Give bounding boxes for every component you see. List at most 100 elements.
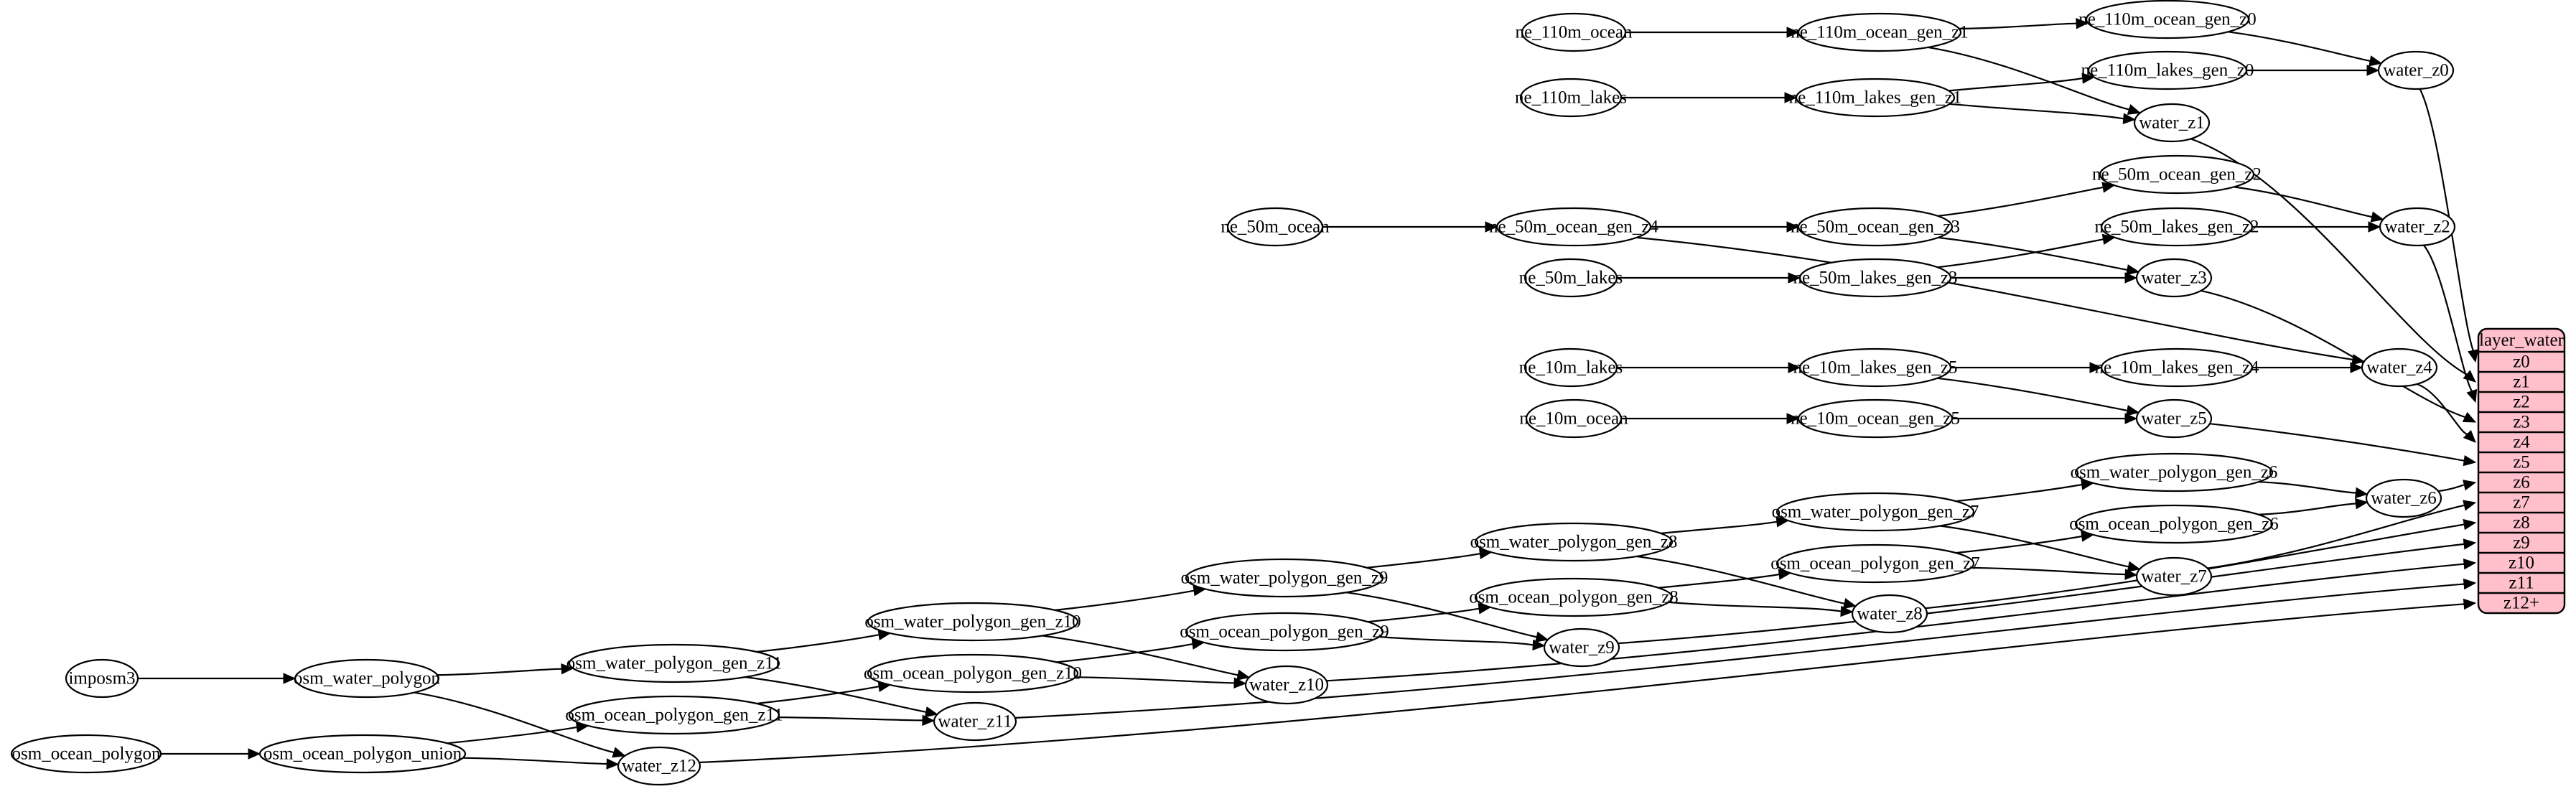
arrowhead-icon xyxy=(2463,500,2477,511)
node-osm_water_polygon_gen_z8[interactable]: osm_water_polygon_gen_z8 xyxy=(1470,522,1678,562)
arrowhead-icon xyxy=(2368,221,2381,233)
record-row-z5[interactable]: z5 xyxy=(2513,453,2530,472)
node-ne_50m_ocean_gen_z4[interactable]: ne_50m_ocean_gen_z4 xyxy=(1489,207,1659,247)
node-ne_110m_ocean[interactable]: ne_110m_ocean xyxy=(1516,12,1633,52)
node-imposm3[interactable]: imposm3 xyxy=(65,658,139,699)
record-row-z12plus[interactable]: z12+ xyxy=(2503,594,2539,613)
node-ne_50m_lakes[interactable]: ne_50m_lakes xyxy=(1519,258,1623,298)
node-ne_110m_ocean_gen_z0[interactable]: ne_110m_ocean_gen_z0 xyxy=(2078,0,2257,39)
node-ellipse-osm_water_polygon_gen_z10 xyxy=(867,602,1079,642)
node-label-ne_110m_lakes: ne_110m_lakes xyxy=(1515,88,1627,108)
node-osm_ocean_polygon_union[interactable]: osm_ocean_polygon_union xyxy=(258,734,467,774)
record-row-z8[interactable]: z8 xyxy=(2513,513,2530,533)
node-label-water_z1: water_z1 xyxy=(2139,113,2205,133)
node-ne_10m_ocean_gen_z5[interactable]: ne_10m_ocean_gen_z5 xyxy=(1791,398,1960,439)
node-water_z5[interactable]: water_z5 xyxy=(2135,398,2213,439)
node-ne_10m_ocean[interactable]: ne_10m_ocean xyxy=(1519,398,1628,439)
node-osm_ocean_polygon_gen_z7[interactable]: osm_ocean_polygon_gen_z7 xyxy=(1770,543,1980,584)
node-ne_110m_lakes_gen_z1[interactable]: ne_110m_lakes_gen_z1 xyxy=(1789,78,1962,118)
record-row-z7[interactable]: z7 xyxy=(2513,493,2530,513)
node-ne_50m_ocean_gen_z3[interactable]: ne_50m_ocean_gen_z3 xyxy=(1791,207,1960,247)
edge-osm_water_polygon_gen_z7-to-water_z7 xyxy=(1940,525,2129,568)
node-osm_water_polygon_gen_z9[interactable]: osm_water_polygon_gen_z9 xyxy=(1181,558,1389,598)
node-label-osm_ocean_polygon: osm_ocean_polygon xyxy=(12,744,161,764)
record-row-z9[interactable]: z9 xyxy=(2513,533,2530,553)
node-ne_50m_lakes_gen_z2[interactable]: ne_50m_lakes_gen_z2 xyxy=(2094,207,2259,247)
record-row-z4[interactable]: z4 xyxy=(2513,433,2530,452)
node-ne_10m_lakes_gen_z4[interactable]: ne_10m_lakes_gen_z4 xyxy=(2094,347,2259,388)
node-osm_water_polygon_gen_z11[interactable]: osm_water_polygon_gen_z11 xyxy=(566,643,782,683)
node-ne_50m_ocean[interactable]: ne_50m_ocean xyxy=(1221,207,1330,247)
arrowhead-icon xyxy=(2076,17,2089,29)
node-water_z3[interactable]: water_z3 xyxy=(2135,258,2213,298)
node-ellipse-ne_50m_ocean_gen_z2 xyxy=(2099,154,2255,195)
node-water_z11[interactable]: water_z11 xyxy=(933,701,1017,742)
node-water_z9[interactable]: water_z9 xyxy=(1543,627,1620,668)
node-osm_ocean_polygon_gen_z11[interactable]: osm_ocean_polygon_gen_z11 xyxy=(565,695,783,735)
node-ellipse-ne_10m_lakes xyxy=(1523,347,1618,388)
node-ellipse-ne_110m_lakes xyxy=(1519,78,1623,118)
node-water_z8[interactable]: water_z8 xyxy=(1851,594,1928,634)
record-row-z3[interactable]: z3 xyxy=(2513,413,2530,432)
arrowhead-icon xyxy=(2127,104,2141,115)
node-label-ne_10m_lakes_gen_z5: ne_10m_lakes_gen_z5 xyxy=(1793,358,1957,378)
edge-ne_50m_ocean_gen_z3-to-ne_50m_ocean_gen_z2 xyxy=(1937,186,2104,217)
node-ellipse-water_z7 xyxy=(2135,556,2213,597)
node-water_z12[interactable]: water_z12 xyxy=(617,746,701,786)
node-ellipse-water_z2 xyxy=(2379,207,2456,247)
node-osm_ocean_polygon_gen_z10[interactable]: osm_ocean_polygon_gen_z10 xyxy=(864,653,1082,694)
node-osm_ocean_polygon[interactable]: osm_ocean_polygon xyxy=(10,734,162,774)
node-water_z10[interactable]: water_z10 xyxy=(1244,665,1329,705)
node-water_z7[interactable]: water_z7 xyxy=(2135,556,2213,597)
node-ne_110m_lakes[interactable]: ne_110m_lakes xyxy=(1515,78,1627,118)
node-water_z2[interactable]: water_z2 xyxy=(2379,207,2456,247)
node-water_z0[interactable]: water_z0 xyxy=(2377,50,2455,90)
edge-layer xyxy=(137,17,2479,770)
node-ellipse-osm_water_polygon_gen_z11 xyxy=(568,643,780,683)
node-ne_110m_lakes_gen_z0[interactable]: ne_110m_lakes_gen_z0 xyxy=(2081,50,2254,90)
node-ne_50m_ocean_gen_z2[interactable]: ne_50m_ocean_gen_z2 xyxy=(2092,154,2262,195)
record-row-z2[interactable]: z2 xyxy=(2513,393,2530,412)
edge-osm_water_polygon_gen_z11-to-water_z11 xyxy=(745,676,927,713)
node-osm_ocean_polygon_gen_z6[interactable]: osm_ocean_polygon_gen_z6 xyxy=(2069,504,2279,544)
arrowhead-icon xyxy=(2463,429,2476,443)
node-ellipse-ne_10m_lakes_gen_z4 xyxy=(2100,347,2254,388)
record-row-z1[interactable]: z1 xyxy=(2513,373,2530,392)
node-osm_water_polygon_gen_z7[interactable]: osm_water_polygon_gen_z7 xyxy=(1772,492,1979,532)
node-ne_10m_lakes_gen_z5[interactable]: ne_10m_lakes_gen_z5 xyxy=(1793,347,1958,388)
arrowhead-icon xyxy=(2463,558,2477,570)
record-row-z11[interactable]: z11 xyxy=(2509,574,2534,593)
node-ne_10m_lakes[interactable]: ne_10m_lakes xyxy=(1519,347,1623,388)
edge-ne_110m_ocean_gen_z0-to-water_z0 xyxy=(2228,31,2371,62)
edge-osm_water_polygon_gen_z6-to-water_z6 xyxy=(2258,481,2356,494)
node-label-osm_ocean_polygon_union: osm_ocean_polygon_union xyxy=(263,744,462,764)
node-ne_110m_ocean_gen_z1[interactable]: ne_110m_ocean_gen_z1 xyxy=(1791,12,1969,52)
node-water_z1[interactable]: water_z1 xyxy=(2133,103,2211,143)
node-ellipse-ne_10m_ocean_gen_z5 xyxy=(1797,398,1954,439)
edge-water_z6-to-layer_water-z6 xyxy=(2437,484,2465,492)
node-ellipse-water_z1 xyxy=(2133,103,2211,143)
node-water_z6[interactable]: water_z6 xyxy=(2365,478,2442,518)
node-ellipse-ne_50m_ocean_gen_z4 xyxy=(1495,207,1652,247)
record-row-z10[interactable]: z10 xyxy=(2509,554,2534,573)
node-label-ne_10m_lakes: ne_10m_lakes xyxy=(1519,358,1623,378)
record-row-z6[interactable]: z6 xyxy=(2513,473,2530,492)
edge-ne_10m_lakes_gen_z5-to-water_z5 xyxy=(1937,377,2128,411)
node-ellipse-water_z9 xyxy=(1543,627,1620,668)
node-ne_50m_lakes_gen_z3[interactable]: ne_50m_lakes_gen_z3 xyxy=(1793,258,1958,298)
arrowhead-icon xyxy=(612,747,626,758)
node-osm_water_polygon[interactable]: osm_water_polygon xyxy=(294,658,441,699)
node-osm_ocean_polygon_gen_z9[interactable]: osm_ocean_polygon_gen_z9 xyxy=(1180,612,1389,652)
node-osm_water_polygon_gen_z10[interactable]: osm_water_polygon_gen_z10 xyxy=(864,602,1081,642)
node-ellipse-osm_ocean_polygon_gen_z10 xyxy=(867,653,1079,694)
node-ellipse-osm_ocean_polygon_union xyxy=(258,734,467,774)
node-label-osm_water_polygon: osm_water_polygon xyxy=(294,669,441,688)
node-label-osm_water_polygon_gen_z7: osm_water_polygon_gen_z7 xyxy=(1772,503,1979,522)
record-row-z0[interactable]: z0 xyxy=(2513,353,2530,372)
arrowhead-icon xyxy=(1535,631,1549,643)
node-osm_ocean_polygon_gen_z8[interactable]: osm_ocean_polygon_gen_z8 xyxy=(1469,577,1679,617)
node-water_z4[interactable]: water_z4 xyxy=(2361,347,2438,388)
node-osm_water_polygon_gen_z6[interactable]: osm_water_polygon_gen_z6 xyxy=(2071,452,2278,492)
